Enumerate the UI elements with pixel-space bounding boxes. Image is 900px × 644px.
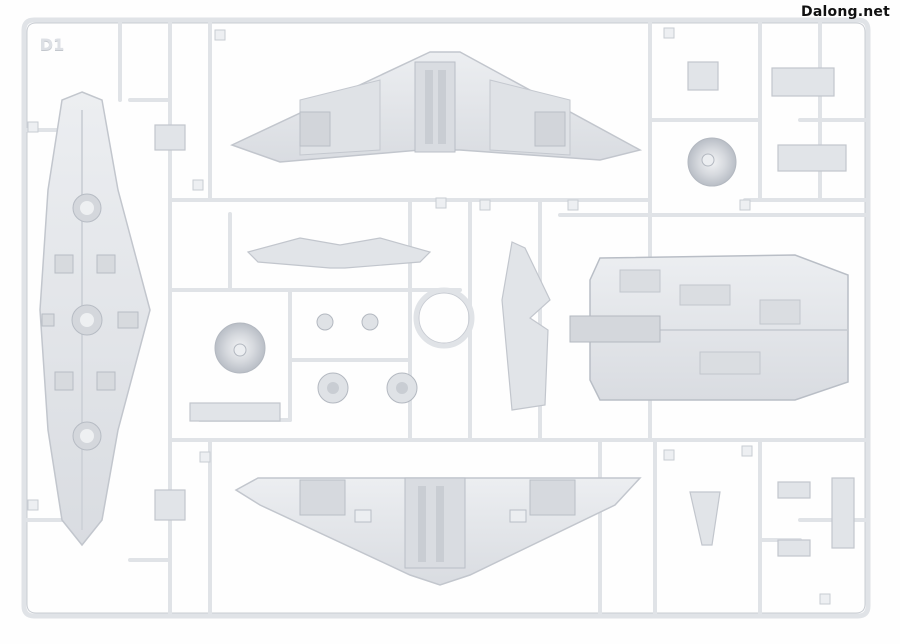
dish-top-right bbox=[687, 137, 737, 187]
wing-part-top bbox=[230, 51, 643, 163]
hull-block-right bbox=[569, 254, 849, 401]
watermark-text: Dalong.net bbox=[801, 4, 890, 20]
outer-frame-shadow bbox=[26, 22, 866, 614]
small-parts-top-right bbox=[687, 61, 847, 172]
part-tags bbox=[27, 27, 831, 605]
small-wing-piece bbox=[246, 237, 432, 269]
dish-middle-left bbox=[214, 322, 266, 374]
small-parts-bottom-right bbox=[689, 477, 855, 557]
runners bbox=[22, 18, 870, 618]
wing-part-bottom bbox=[234, 477, 642, 586]
outer-frame bbox=[21, 17, 871, 619]
sprue-label: D1 bbox=[39, 35, 65, 54]
hull-part-left bbox=[39, 91, 151, 547]
runner-ring bbox=[413, 287, 475, 349]
fin-part bbox=[501, 241, 551, 411]
round-parts bbox=[316, 313, 418, 404]
connector-bits bbox=[154, 124, 281, 521]
